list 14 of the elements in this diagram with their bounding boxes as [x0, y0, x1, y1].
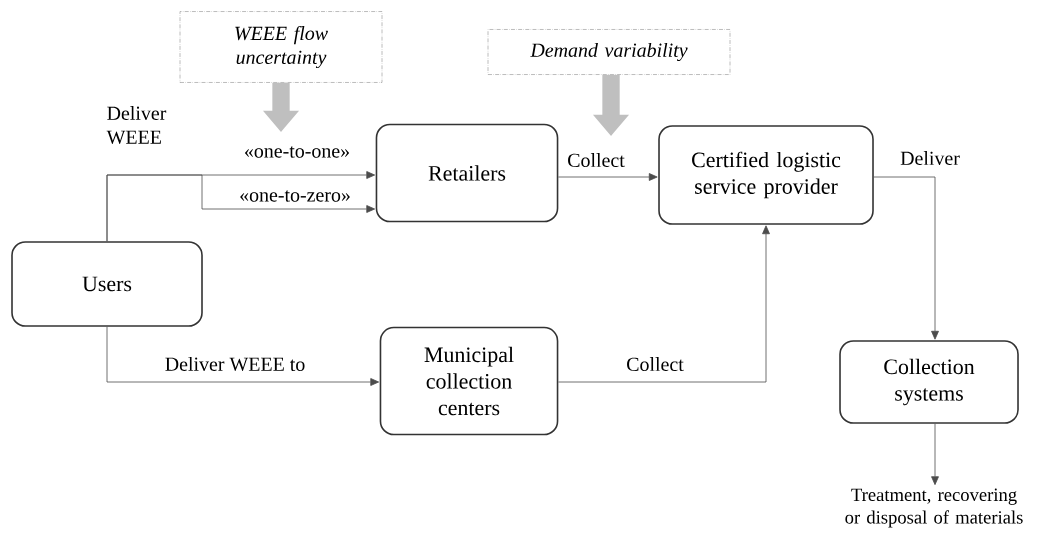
factor-box: Demand variability — [487, 29, 731, 75]
arrow — [873, 176, 939, 340]
process-box: Municipal collection centers — [379, 326, 559, 436]
flow-label: Deliver WEEE — [106, 106, 167, 144]
outcome-text: Treatment, recovering or disposal of materials — [845, 488, 1023, 528]
arrow — [931, 423, 939, 486]
arrow — [106, 326, 380, 386]
process-box: Collection systems — [839, 340, 1019, 424]
process-box: Users — [11, 241, 203, 327]
process-box: Certified logistic service provider — [658, 125, 874, 225]
factor-box: WEEE flow uncertainty — [179, 11, 383, 83]
process-box: Retailers — [375, 123, 559, 223]
arrow — [557, 225, 770, 383]
arrow — [557, 173, 658, 181]
